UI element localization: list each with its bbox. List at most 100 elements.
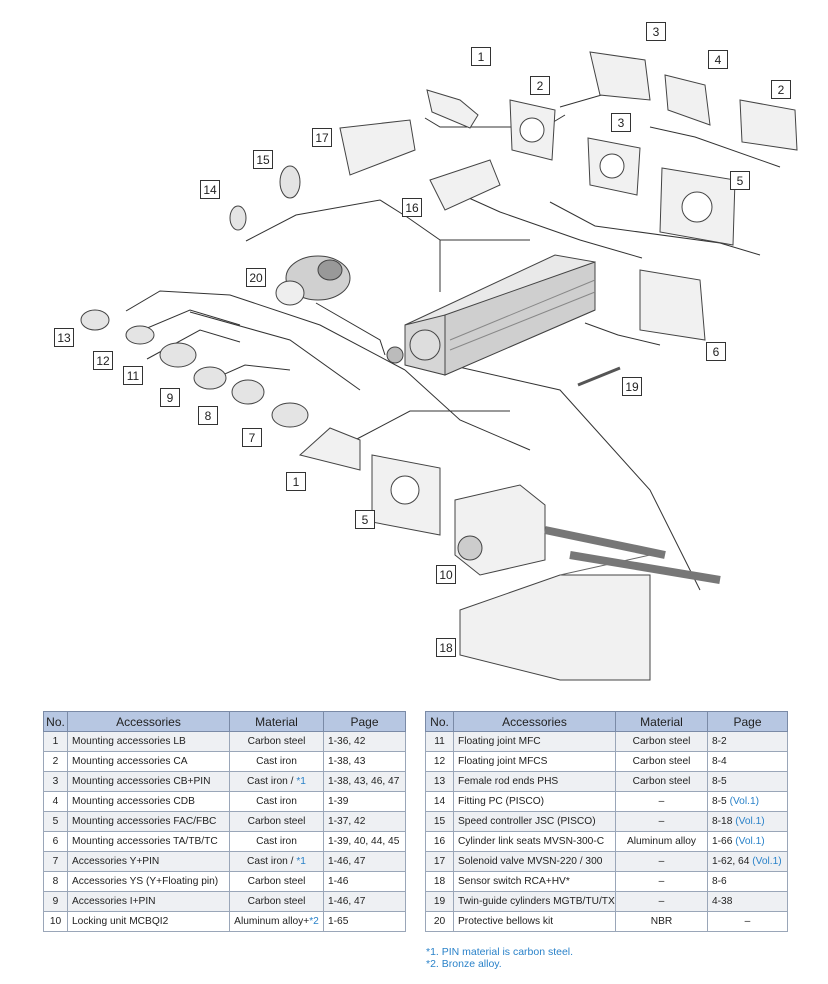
callout-15: 15: [253, 150, 273, 169]
cell-no: 6: [43, 831, 68, 852]
cell-name: Mounting accessories LB: [67, 731, 230, 752]
cell-material: Cast iron / *1: [229, 771, 324, 792]
cell-no: 2: [43, 751, 68, 772]
cell-page: 1-62, 64 (Vol.1): [707, 851, 788, 872]
cell-no: 14: [425, 791, 454, 812]
table-header-row: No. Accessories Material Page: [43, 711, 406, 732]
cell-no: 9: [43, 891, 68, 912]
cell-page: 1-39: [323, 791, 406, 812]
part-ys: [231, 379, 265, 405]
part-link-seat: [429, 159, 501, 211]
cell-name: Solenoid valve MVSN-220 / 300: [453, 851, 616, 872]
callout-13: 13: [54, 328, 74, 347]
header-page: Page: [707, 711, 788, 732]
part-ta: [639, 269, 706, 341]
cell-page: 8-5 (Vol.1): [707, 791, 788, 812]
cell-no: 17: [425, 851, 454, 872]
material-text: Cast iron /: [247, 856, 297, 867]
cell-name: Mounting accessories CDB: [67, 791, 230, 812]
part-sensor-switch: [577, 366, 621, 387]
cell-page: 1-46, 47: [323, 891, 406, 912]
callout-2-right: 2: [771, 80, 791, 99]
header-no: No.: [43, 711, 68, 732]
header-no: No.: [425, 711, 454, 732]
cell-name: Floating joint MFCS: [453, 751, 616, 772]
callout-12: 12: [93, 351, 113, 370]
part-mfc: [159, 342, 197, 368]
cell-material: Cast iron / *1: [229, 851, 324, 872]
cell-name: Floating joint MFC: [453, 731, 616, 752]
cell-material: Carbon steel: [615, 751, 708, 772]
part-twin-guide: [459, 574, 651, 681]
cell-name: Speed controller JSC (PISCO): [453, 811, 616, 832]
callout-5-top: 5: [730, 171, 750, 190]
header-material: Material: [229, 711, 324, 732]
callout-3-top: 3: [646, 22, 666, 41]
cell-page: 1-46, 47: [323, 851, 406, 872]
cell-no: 20: [425, 911, 454, 932]
cell-material: Cast iron: [229, 831, 324, 852]
callout-2-left: 2: [530, 76, 550, 95]
part-lb-top: [426, 89, 479, 129]
volume-ref: (Vol.1): [735, 816, 765, 827]
header-accessories: Accessories: [453, 711, 616, 732]
cell-material: –: [615, 791, 708, 812]
cell-material: Carbon steel: [229, 731, 324, 752]
cell-no: 4: [43, 791, 68, 812]
part-ca-right: [739, 99, 798, 151]
callout-9: 9: [160, 388, 180, 407]
cell-page: 4-38: [707, 891, 788, 912]
cell-material: Carbon steel: [229, 811, 324, 832]
cell-name: Cylinder link seats MVSN-300-C: [453, 831, 616, 852]
cell-page: 8-6: [707, 871, 788, 892]
cell-name: Accessories I+PIN: [67, 891, 230, 912]
callout-14: 14: [200, 180, 220, 199]
volume-ref: (Vol.1): [729, 796, 760, 807]
cell-no: 15: [425, 811, 454, 832]
part-cb-pin: [589, 51, 651, 101]
cell-page: 1-36, 42: [323, 731, 406, 752]
cell-material: Aluminum alloy+*2: [229, 911, 324, 932]
callout-7: 7: [242, 428, 262, 447]
callout-1-top: 1: [471, 47, 491, 66]
cell-page: 1-66 (Vol.1): [707, 831, 788, 852]
part-valve: [339, 119, 416, 176]
cell-material: –: [615, 871, 708, 892]
volume-ref: (Vol.1): [735, 836, 765, 847]
page-text: 8-5: [712, 796, 730, 807]
cell-page: 8-2: [707, 731, 788, 752]
footnotes: *1. PIN material is carbon steel. *2. Br…: [426, 946, 573, 970]
bellows-part: [275, 255, 351, 306]
cell-no: 11: [425, 731, 454, 752]
part-i-pin: [193, 366, 227, 390]
callout-20: 20: [246, 268, 266, 287]
cell-material: –: [615, 811, 708, 832]
cell-page: 8-18 (Vol.1): [707, 811, 788, 832]
cell-name: Sensor switch RCA+HV*: [453, 871, 616, 892]
material-text: Cast iron /: [247, 776, 297, 787]
part-lb-bottom: [298, 427, 361, 471]
table-header-row: No. Accessories Material Page: [425, 711, 788, 732]
callout-3-mid: 3: [611, 113, 631, 132]
cell-no: 19: [425, 891, 454, 912]
cell-name: Female rod ends PHS: [453, 771, 616, 792]
cell-name: Mounting accessories CB+PIN: [67, 771, 230, 792]
cell-page: 1-46: [323, 871, 406, 892]
cell-name: Accessories Y+PIN: [67, 851, 230, 872]
cell-material: –: [615, 851, 708, 872]
cell-no: 7: [43, 851, 68, 872]
cell-page: 1-38, 43: [323, 751, 406, 772]
